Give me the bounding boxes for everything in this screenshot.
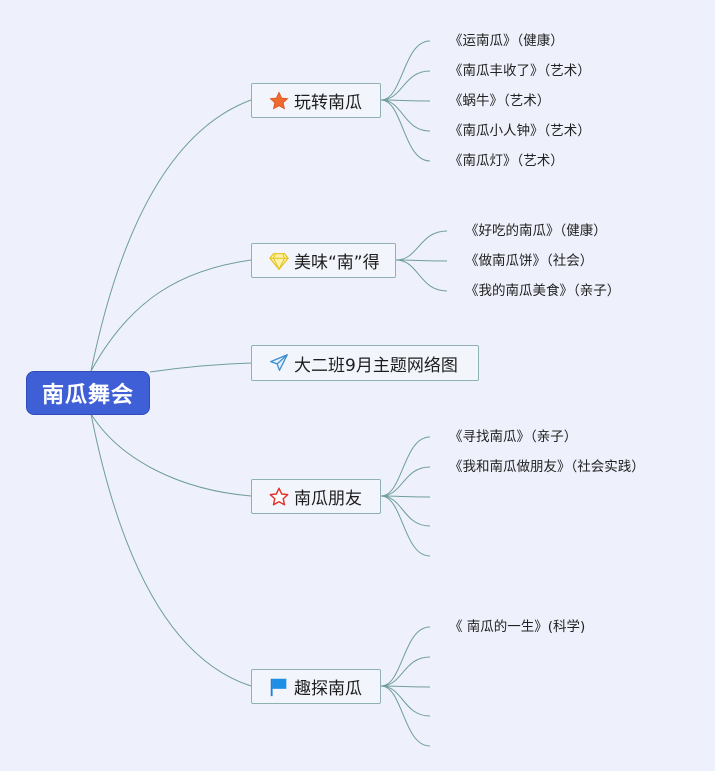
connector-branch-leaf [380,685,431,717]
connector-branch-leaf [380,40,431,101]
connector-branch-leaf [380,466,431,497]
connector-branch-leaf [380,70,431,101]
connector-branch-leaf [380,685,431,688]
connector-root-branch [90,413,252,687]
connector-branch-leaf [380,495,431,527]
connector-branch-leaf [380,685,431,747]
connector-branch-leaf [380,436,431,497]
branch-label: 趣探南瓜 [294,679,362,699]
branch-node-tasty-pumpkin[interactable]: 美味“南”得 [251,243,396,278]
leaf-item[interactable]: 《做南瓜饼》（社会） [465,253,594,269]
branch-node-explore-pumpkin[interactable]: 趣探南瓜 [251,669,381,704]
connector-root-branch [90,99,252,372]
root-node[interactable]: 南瓜舞会 [26,371,150,415]
branch-node-pumpkin-friends[interactable]: 南瓜朋友 [251,479,381,514]
connector-branch-leaf [395,259,448,262]
connector-root-branch [149,362,252,373]
yellow-diamond-icon [268,250,290,272]
connector-branch-leaf [380,99,431,102]
connector-branch-leaf [380,626,431,687]
orange-star-icon [268,90,290,112]
paper-plane-icon [268,352,290,374]
branch-node-theme-title[interactable]: 大二班9月主题网络图 [251,345,479,381]
connector-branch-leaf [380,99,431,132]
branch-label: 大二班9月主题网络图 [294,355,458,376]
connector-branch-leaf [395,230,448,261]
leaf-item[interactable]: 《我和南瓜做朋友》（社会实践） [449,459,645,475]
connector-branch-leaf [380,495,431,498]
branch-label: 南瓜朋友 [294,489,362,509]
branch-node-play-pumpkin[interactable]: 玩转南瓜 [251,83,381,118]
connector-branch-leaf [380,495,431,557]
branch-label: 玩转南瓜 [294,93,362,113]
connector-branch-leaf [380,99,431,162]
leaf-item[interactable]: 《运南瓜》（健康） [449,33,564,49]
connector-root-branch [90,413,252,497]
leaf-item[interactable]: 《寻找南瓜》（亲子） [449,429,578,445]
leaf-item[interactable]: 《南瓜小人钟》（艺术） [449,123,591,139]
leaf-item[interactable]: 《南瓜丰收了》（艺术） [449,63,591,79]
connector-branch-leaf [380,656,431,687]
blue-flag-icon [268,676,290,698]
leaf-item[interactable]: 《蜗牛》（艺术） [449,93,551,109]
leaf-item[interactable]: 《好吃的南瓜》（健康） [465,223,607,239]
branch-label: 美味“南”得 [294,253,380,273]
connector-branch-leaf [395,259,448,292]
leaf-item[interactable]: 《南瓜灯》（艺术） [449,153,564,169]
connector-root-branch [90,259,252,372]
red-star-outline-icon [268,486,290,508]
root-label: 南瓜舞会 [41,383,134,408]
leaf-item[interactable]: 《 南瓜的一生》(科学) [449,619,586,635]
leaf-item[interactable]: 《我的南瓜美食》（亲子） [465,283,621,299]
